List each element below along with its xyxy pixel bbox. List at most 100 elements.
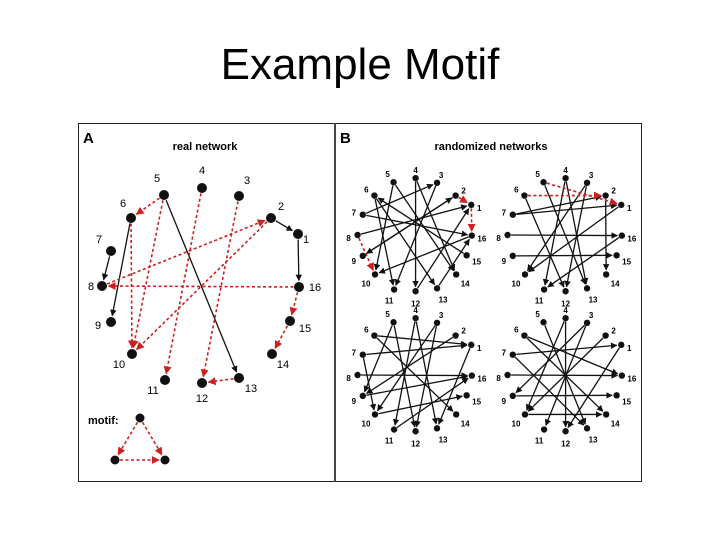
rn2-label-15: 15 xyxy=(622,257,631,266)
rn1-edge-8-10 xyxy=(358,237,374,272)
rn4-label-7: 7 xyxy=(502,349,507,358)
rn1-node-9 xyxy=(359,252,366,260)
rn4-node-14 xyxy=(602,411,610,418)
rn2-node-9 xyxy=(509,252,516,260)
rn2-label-3: 3 xyxy=(589,171,594,180)
node-9 xyxy=(106,317,116,327)
rn1-edge-16-10 xyxy=(378,236,469,274)
rn3-label-9: 9 xyxy=(352,397,357,406)
edge-4-11 xyxy=(163,193,202,375)
slide-title: Example Motif xyxy=(220,40,500,89)
rn2-edge-3-12 xyxy=(564,186,587,288)
rn4-node-2 xyxy=(602,332,609,339)
rn1-node-13 xyxy=(433,285,441,292)
rn3-label-13: 13 xyxy=(439,435,448,444)
rn2-node-1 xyxy=(618,201,625,209)
node-label-2: 2 xyxy=(278,201,284,213)
node-7 xyxy=(106,246,116,256)
node-label-6: 6 xyxy=(120,198,126,210)
rn4-label-2: 2 xyxy=(611,327,616,336)
panel-b-letter: B xyxy=(340,130,351,147)
node-label-1: 1 xyxy=(303,234,309,246)
rn1-edge-8-1 xyxy=(360,204,468,235)
rn1-label-12: 12 xyxy=(411,299,420,308)
rn3-node-5 xyxy=(390,319,397,326)
rn4-node-8 xyxy=(504,371,511,379)
rn1-node-14 xyxy=(452,271,460,278)
node-2 xyxy=(266,213,276,223)
rn1-label-8: 8 xyxy=(346,234,351,243)
node-6 xyxy=(126,213,136,223)
rn4-edge-7-1 xyxy=(516,342,618,356)
rn2-edge-8-16 xyxy=(511,232,618,239)
rn1-label-5: 5 xyxy=(385,170,390,179)
motif-node-br xyxy=(160,455,170,465)
rn4-label-1: 1 xyxy=(627,344,632,353)
rn4-node-5 xyxy=(540,319,547,326)
rn1-node-2 xyxy=(452,192,459,199)
rn4-label-6: 6 xyxy=(514,326,519,335)
rn1-node-6 xyxy=(371,192,378,199)
rn3-edge-5-9 xyxy=(363,325,393,393)
motif-triangle xyxy=(110,413,170,465)
edge-2-1 xyxy=(275,220,293,232)
edge-16-8 xyxy=(107,282,294,291)
rn3-node-8 xyxy=(354,371,361,379)
panel-a-letter: A xyxy=(83,130,94,147)
rn1-node-12 xyxy=(412,288,419,295)
node-11 xyxy=(160,375,170,385)
rn4-label-3: 3 xyxy=(589,311,594,320)
rn2-edge-5-1 xyxy=(546,182,618,206)
rn1-label-1: 1 xyxy=(477,204,482,213)
edge-16-15 xyxy=(289,292,299,316)
rn3-edge-7-10 xyxy=(362,357,377,411)
rn4-label-10: 10 xyxy=(512,419,521,428)
rn2-node-12 xyxy=(562,288,569,295)
rn4-node-6 xyxy=(521,332,528,339)
rn2-node-14 xyxy=(602,271,610,278)
rn4-edge-1-12 xyxy=(567,347,620,429)
rn4-edge-4-10 xyxy=(526,321,565,411)
rn3-node-6 xyxy=(371,332,378,339)
node-12 xyxy=(197,378,207,388)
rn1-node-15 xyxy=(463,252,470,259)
rn2-node-15 xyxy=(613,252,620,259)
rn3-label-10: 10 xyxy=(362,419,371,428)
rn1-edge-6-13 xyxy=(375,198,436,286)
rn1-label-7: 7 xyxy=(352,209,357,218)
rn3-node-1 xyxy=(468,341,475,349)
rn4-label-14: 14 xyxy=(611,419,620,428)
rn3-edge-11-16 xyxy=(396,377,469,429)
rn1-edge-13-16 xyxy=(438,238,470,286)
rn1-label-9: 9 xyxy=(352,257,357,266)
rn2-edge-1-10 xyxy=(528,206,619,273)
rn4-label-8: 8 xyxy=(496,374,501,383)
rn3-node-10 xyxy=(371,411,379,418)
rn2-edge-16-11 xyxy=(547,237,620,288)
rn3-label-2: 2 xyxy=(461,327,466,336)
edge-3-12 xyxy=(200,201,239,378)
edge-1-16 xyxy=(295,239,303,282)
rn4-node-1 xyxy=(618,341,625,349)
rn1-edge-5-10 xyxy=(373,185,394,271)
rn4-label-12: 12 xyxy=(561,439,570,448)
rn1-label-3: 3 xyxy=(439,171,444,180)
rn1-node-10 xyxy=(371,271,379,278)
rn1-label-16: 16 xyxy=(477,235,486,244)
edge-15-14 xyxy=(274,325,289,349)
rn3-node-9 xyxy=(359,392,366,400)
node-label-15: 15 xyxy=(299,323,311,335)
node-label-10: 10 xyxy=(113,359,125,371)
node-label-12: 12 xyxy=(196,393,208,405)
motif-label: motif: xyxy=(88,415,119,427)
rn1-edge-7-16 xyxy=(366,214,469,237)
rn3-node-7 xyxy=(359,351,366,358)
rn2-edge-4-11 xyxy=(542,181,566,286)
rn3-edge-6-1 xyxy=(377,335,468,348)
node-16 xyxy=(294,282,304,292)
node-8 xyxy=(97,281,107,291)
